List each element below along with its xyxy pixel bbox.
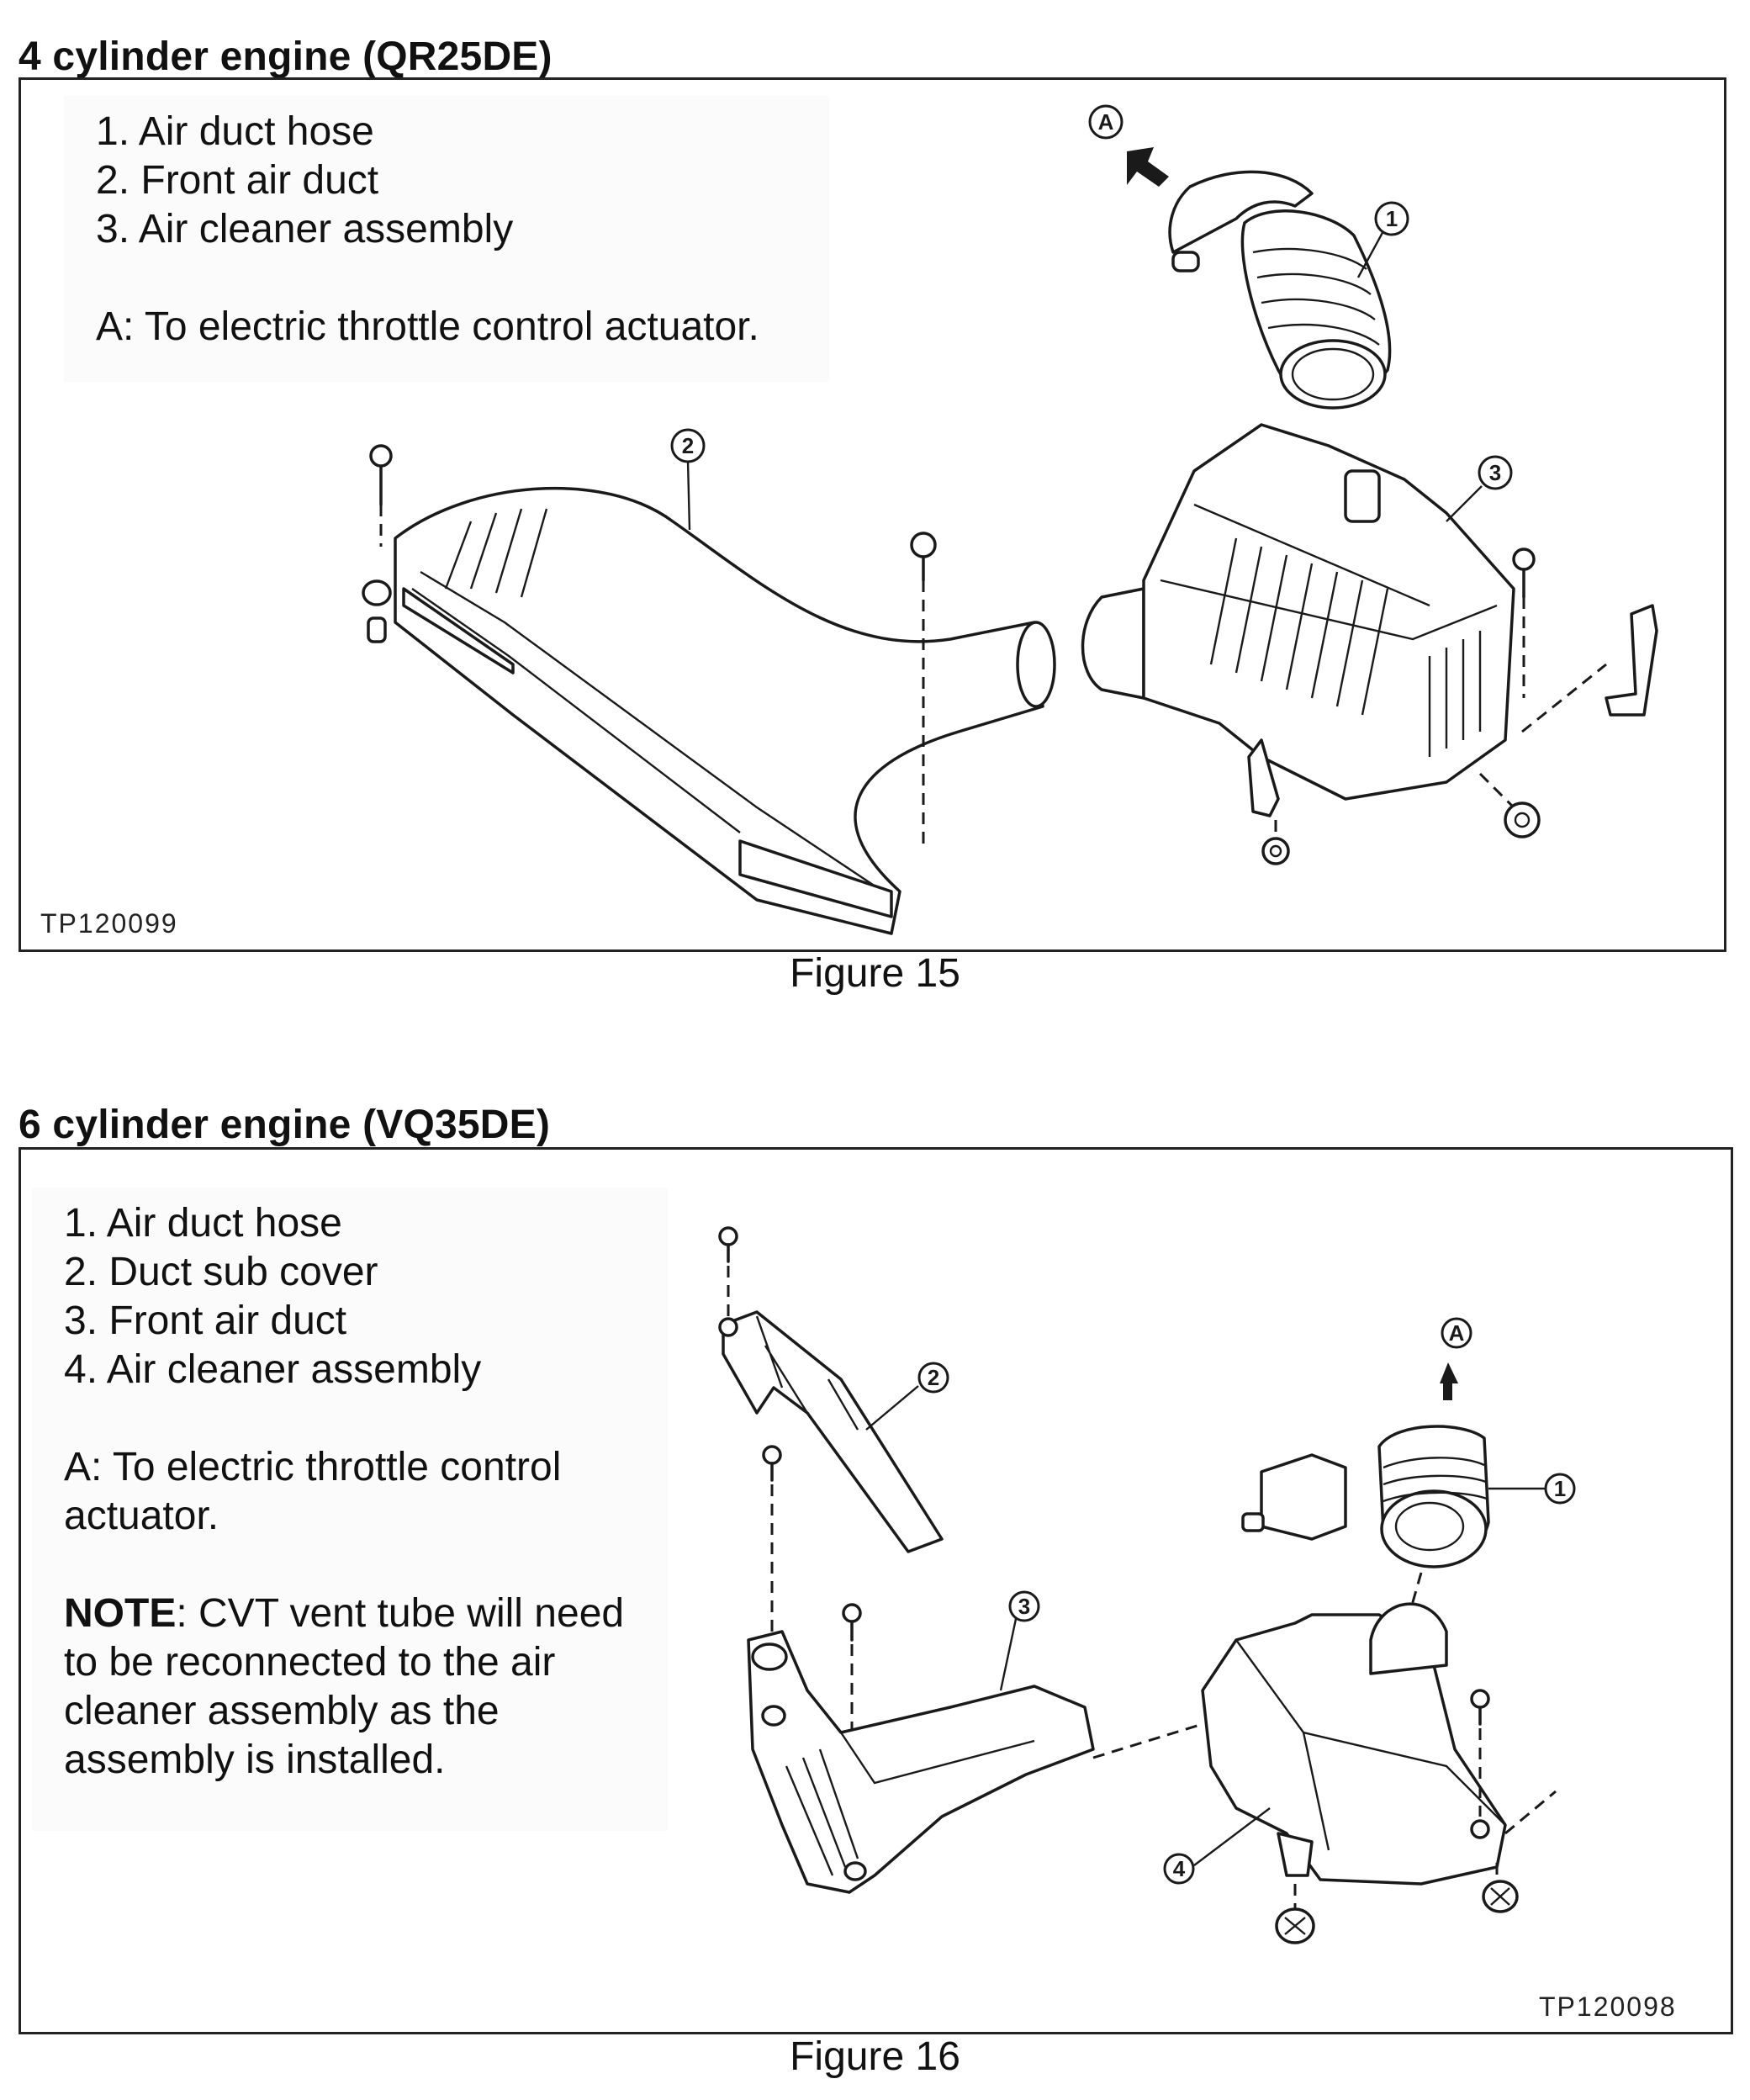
callout-4: 4	[1163, 1807, 1271, 1885]
note-text: : CVT vent tube will need to be reconnec…	[64, 1591, 625, 1782]
air-cleaner-assembly-part	[1201, 1602, 1507, 1886]
bolt-icon	[910, 532, 937, 582]
svg-text:2: 2	[682, 433, 694, 458]
callout-1: 1	[1356, 201, 1409, 278]
legend-item-air-duct-hose: 1. Air duct hose	[64, 1201, 342, 1246]
air-duct-hose-part	[1241, 1425, 1490, 1568]
svg-text:3: 3	[1489, 460, 1501, 485]
svg-text:1: 1	[1554, 1476, 1566, 1501]
grommet-icon	[1482, 1880, 1519, 1913]
grommet-icon	[1261, 837, 1290, 865]
figure16-caption: Figure 16	[790, 2034, 960, 2079]
svg-text:4: 4	[1173, 1856, 1186, 1881]
callout-3: 3	[999, 1590, 1040, 1691]
bolt-icon	[1470, 1689, 1490, 1726]
callout-a: A	[1441, 1317, 1472, 1349]
legend-item-front-air-duct: 2. Front air duct	[96, 158, 379, 203]
front-air-duct-part	[394, 486, 1056, 935]
svg-text:2: 2	[928, 1365, 939, 1390]
callout-3: 3	[1446, 455, 1513, 522]
direction-arrow-icon	[1440, 1362, 1458, 1400]
figure15-legend: 1. Air duct hose 2. Front air duct 3. Ai…	[64, 96, 829, 382]
figure15-heading: 4 cylinder engine (QR25DE)	[19, 34, 552, 79]
legend-item-duct-sub-cover: 2. Duct sub cover	[64, 1250, 378, 1294]
legend-note-a: A: To electric throttle control actuator…	[96, 304, 759, 349]
figure16-code: TP120098	[1539, 1992, 1677, 2022]
figure15-code: TP120099	[40, 908, 178, 939]
callout-1: 1	[1488, 1473, 1576, 1505]
legend-item-front-air-duct: 3. Front air duct	[64, 1299, 347, 1343]
grommet-icon	[1275, 1907, 1315, 1944]
legend-note-a: A: To electric throttle control actuator…	[64, 1445, 562, 1538]
front-air-duct-part	[747, 1630, 1095, 1894]
duct-sub-cover-part	[718, 1310, 944, 1553]
figure16-legend: 1. Air duct hose 2. Duct sub cover 3. Fr…	[32, 1188, 668, 1831]
grommet-icon	[1504, 801, 1541, 838]
bolt-icon	[842, 1603, 862, 1642]
direction-arrow-icon	[1127, 147, 1169, 187]
svg-text:A: A	[1449, 1320, 1465, 1346]
air-duct-hose-part	[1168, 170, 1392, 410]
callout-2: 2	[865, 1362, 949, 1431]
bolt-icon	[762, 1445, 782, 1482]
callout-a: A	[1088, 104, 1123, 140]
bolt-icon	[1512, 547, 1536, 599]
bolt-icon	[718, 1226, 738, 1263]
bolt-icon	[369, 444, 393, 506]
note-label: NOTE	[64, 1591, 177, 1636]
figure15-caption: Figure 15	[790, 951, 960, 996]
svg-text:1: 1	[1386, 206, 1398, 231]
legend-item-air-cleaner-assembly: 3. Air cleaner assembly	[96, 207, 514, 251]
bracket-icon	[1605, 604, 1658, 717]
air-cleaner-assembly-part	[1081, 423, 1515, 817]
legend-item-air-duct-hose: 1. Air duct hose	[96, 109, 374, 154]
grommet-icon	[362, 579, 392, 643]
figure16-heading: 6 cylinder engine (VQ35DE)	[19, 1103, 551, 1147]
callout-2: 2	[670, 428, 706, 531]
svg-text:A: A	[1098, 109, 1114, 135]
svg-text:3: 3	[1018, 1594, 1030, 1619]
cvt-note: NOTE: CVT vent tube will need to be reco…	[64, 1590, 642, 1785]
legend-item-air-cleaner-assembly: 4. Air cleaner assembly	[64, 1347, 482, 1392]
